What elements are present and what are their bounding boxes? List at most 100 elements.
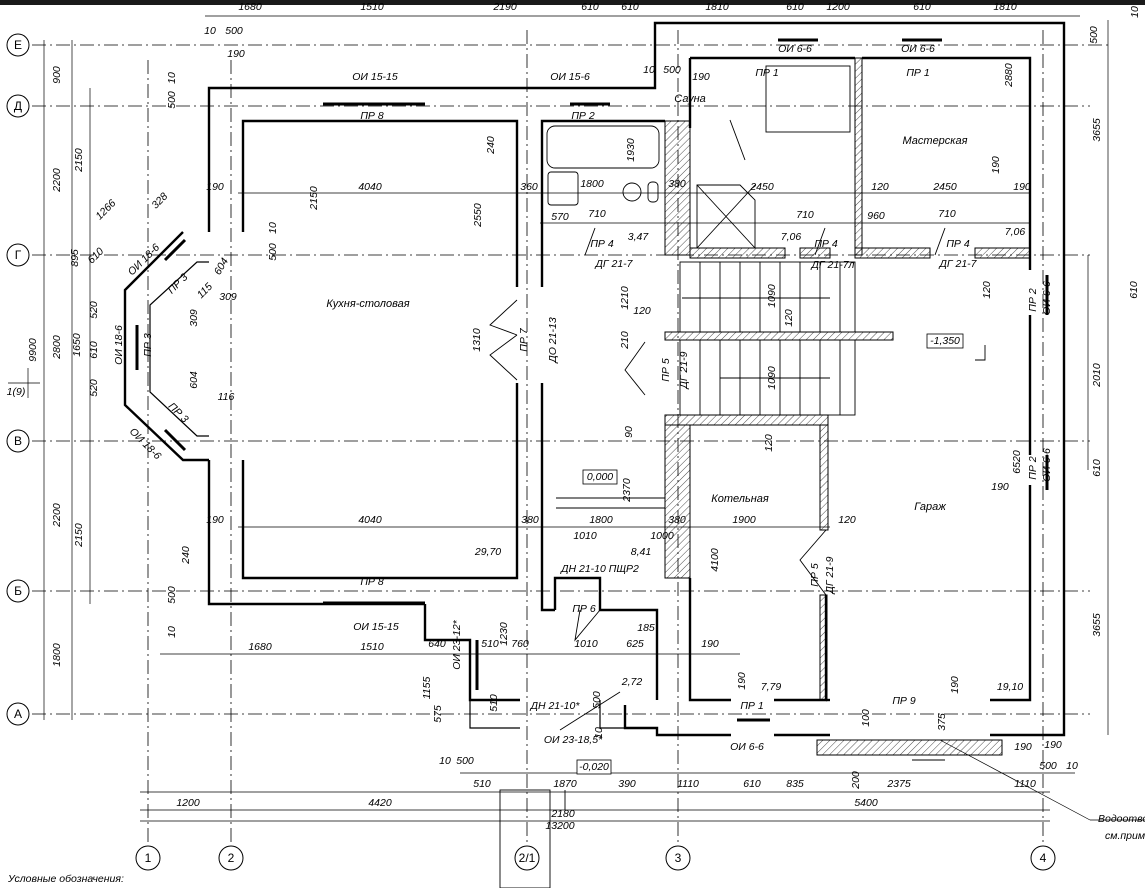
- dimension-text: 835: [786, 778, 804, 790]
- dimension-text: 1155: [421, 677, 433, 700]
- dimension-text: 3655: [1091, 613, 1103, 637]
- dimension-text: 2010: [1091, 363, 1103, 388]
- dimension-text: 510: [488, 694, 500, 712]
- dimension-text: 116: [218, 391, 235, 403]
- opening-mark: ОИ 23-12*: [451, 619, 463, 669]
- opening-mark: ПР 8: [360, 576, 384, 588]
- dimension-text: 190: [1014, 741, 1032, 753]
- opening-mark: ОИ 18-6: [127, 426, 164, 463]
- dimension-text: 520: [88, 379, 100, 397]
- dimension-text: 2180: [550, 808, 575, 820]
- opening-mark: ДН 21-10 ПЩР2: [560, 563, 639, 575]
- window-top-bar: [0, 0, 1145, 5]
- dimension-text: 240: [180, 546, 192, 565]
- grid-axes: [32, 30, 1110, 845]
- opening-mark: ПР 4: [590, 238, 614, 250]
- dimension-text: 610: [743, 778, 761, 790]
- dimension-text: 1900: [732, 514, 756, 526]
- dimension-text: 1230: [498, 622, 510, 646]
- dimension-text: 1310: [471, 328, 483, 352]
- opening-mark: ОИ 15-6: [550, 71, 590, 83]
- opening-mark: ПР 7: [518, 327, 530, 352]
- dimension-text: 120: [838, 514, 856, 526]
- axis-label-col: 3: [675, 851, 682, 865]
- dimension-text: 500: [1039, 760, 1057, 772]
- dimension-text: 510: [481, 638, 499, 650]
- dimension-text: 2800: [51, 335, 63, 360]
- dimension-text: 10: [1066, 760, 1078, 772]
- dimension-text: 380: [521, 514, 539, 526]
- dimension-text: 1810: [993, 1, 1017, 13]
- dimension-text: 240: [485, 136, 497, 155]
- dimension-text: 1266: [93, 197, 118, 222]
- dimension-text: 4040: [358, 181, 382, 193]
- dimension-text: 10: [593, 727, 605, 739]
- dimension-text: 120: [783, 309, 795, 327]
- room-area: 19,10: [997, 681, 1023, 693]
- dimension-text: 190: [1013, 181, 1031, 193]
- opening-mark: ДГ 21-7л: [811, 259, 855, 271]
- dimension-text: 190: [206, 181, 224, 193]
- dimension-text: 1510: [360, 641, 384, 653]
- dimension-text: 190: [949, 676, 961, 694]
- level-mark: 0,000: [587, 471, 613, 483]
- dimension-text: 604: [212, 256, 231, 277]
- opening-mark: ОИ 18-6: [113, 325, 125, 365]
- hatched-partitions: [664, 57, 1031, 756]
- dimension-text: 710: [588, 208, 606, 220]
- dimension-text: 500: [166, 91, 178, 109]
- dimension-text: 1680: [238, 1, 262, 13]
- dimension-text: 610: [581, 1, 599, 13]
- axis-label-col: 2/1: [519, 851, 536, 865]
- dimension-text: 710: [938, 208, 956, 220]
- dimension-text: 900: [51, 66, 63, 84]
- dimension-text: 570: [551, 211, 569, 223]
- opening-mark: ОИ 15-15: [352, 71, 398, 83]
- axis-label-col: 1: [145, 851, 152, 865]
- dimension-text: 500: [267, 243, 279, 261]
- dimension-text: 1680: [248, 641, 272, 653]
- dimension-text: 10: [166, 626, 178, 638]
- dimension-text: 375: [936, 713, 948, 731]
- dimension-text: 10: [1129, 6, 1141, 18]
- opening-mark: ДН 21-10*: [530, 700, 581, 712]
- dimension-text: 210: [619, 331, 631, 350]
- opening-mark: ПР 5: [809, 563, 821, 587]
- walls: [123, 21, 1066, 737]
- dimension-text: 120: [981, 281, 993, 299]
- dimension-text: 575: [432, 705, 444, 723]
- dimension-text: 640: [428, 638, 446, 650]
- dimension-text: 1010: [574, 638, 598, 650]
- dimension-text: 604: [188, 371, 200, 389]
- opening-mark: ДГ 21-9: [824, 556, 836, 594]
- dimension-text: 10: [267, 222, 279, 234]
- dimension-text: 200: [850, 771, 862, 790]
- dimension-text: 190: [206, 514, 224, 526]
- dimension-text: 380: [668, 178, 686, 190]
- axis-label-row: А: [14, 707, 22, 721]
- dimension-text: 2190: [492, 1, 517, 13]
- opening-mark: ДГ 21-7: [594, 258, 633, 270]
- dimension-text: 895: [69, 249, 81, 267]
- room-area: 7,06: [781, 231, 802, 243]
- dimension-text: 500: [1088, 26, 1100, 44]
- dimension-text: 2450: [932, 181, 957, 193]
- legend-title: Условные обозначения:: [7, 873, 124, 885]
- dimension-text: 2200: [51, 503, 63, 528]
- dimension-text: 10: [643, 64, 655, 76]
- level-box: [582, 469, 618, 485]
- dimension-text: 2150: [308, 186, 320, 211]
- opening-mark: ПР 5: [660, 358, 672, 382]
- dimension-text: 610: [621, 1, 639, 13]
- dimension-text: 13200: [545, 820, 574, 832]
- dimension-text: 1110: [1014, 778, 1036, 790]
- dimension-text: 500: [225, 25, 243, 37]
- opening-mark: ПР 3: [142, 333, 154, 357]
- opening-mark: ОИ 15-15: [353, 621, 399, 633]
- dimension-text: 1870: [553, 778, 577, 790]
- axis-label-col: 4: [1040, 851, 1047, 865]
- room-name-workshop: Мастерская: [903, 135, 968, 147]
- dimension-text: 1200: [176, 797, 200, 809]
- dimension-text: 1800: [589, 514, 613, 526]
- dimension-text: 1090: [766, 366, 778, 390]
